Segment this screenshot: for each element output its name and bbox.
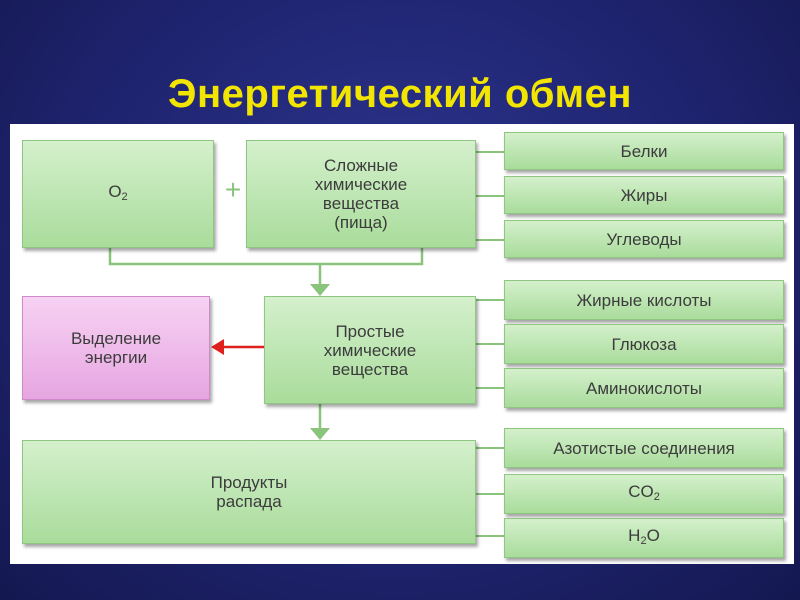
simple-substances-box: Простые химические вещества — [264, 296, 476, 404]
h2o-symbol: H — [628, 525, 641, 545]
arrow-head-1 — [310, 284, 330, 296]
label-line: вещества — [331, 359, 409, 379]
label-line: Выделение — [70, 329, 162, 348]
co2-label: CO2 — [628, 482, 660, 507]
co2-symbol: CO — [628, 481, 654, 501]
h2o-label: H2O — [628, 526, 660, 551]
complex-substances-box: Сложные химические вещества (пища) — [246, 140, 476, 248]
co2-subscript: 2 — [653, 490, 660, 503]
complex-item-fats: Жиры — [504, 176, 784, 214]
complex-item-carbohydrates: Углеводы — [504, 220, 784, 258]
energy-release-box: Выделение энергии — [22, 296, 210, 400]
label-line: энергии — [84, 348, 148, 367]
product-item-nitrogen: Азотистые соединения — [504, 428, 784, 468]
complex-item-proteins: Белки — [504, 132, 784, 170]
oxygen-symbol: O — [108, 181, 122, 201]
diagram-panel: O2 + Сложные химические вещества (пища) … — [10, 124, 794, 564]
label-line: Простые — [335, 321, 405, 341]
decay-products-box: Продукты распада — [22, 440, 476, 544]
label-line: химические — [314, 175, 408, 194]
energy-arrow-head — [211, 339, 224, 355]
label-line: Продукты — [210, 473, 288, 492]
merge-line — [108, 248, 424, 266]
slide-title: Энергетический обмен — [168, 72, 632, 116]
h2o-subscript: 2 — [640, 534, 647, 547]
label-line: распада — [216, 492, 282, 511]
oxygen-subscript: 2 — [121, 190, 128, 203]
energy-release-label: Выделение энергии — [71, 329, 161, 367]
arrow-head-2 — [310, 428, 330, 440]
decay-products-label: Продукты распада — [211, 473, 288, 511]
plus-sign: + — [224, 174, 242, 205]
simple-item-fatty-acids: Жирные кислоты — [504, 280, 784, 320]
product-item-h2o: H2O — [504, 518, 784, 558]
label-line: вещества — [322, 194, 400, 213]
oxygen-box: O2 — [22, 140, 214, 248]
simple-substances-label: Простые химические вещества — [324, 322, 416, 379]
label-line: химические — [323, 340, 417, 360]
h2o-tail: O — [646, 525, 660, 545]
complex-substances-label: Сложные химические вещества (пища) — [315, 156, 407, 232]
label-line: (пища) — [334, 213, 388, 232]
label-line: Сложные — [323, 156, 399, 175]
simple-item-amino-acids: Аминокислоты — [504, 368, 784, 408]
simple-item-glucose: Глюкоза — [504, 324, 784, 364]
oxygen-label: O2 — [108, 182, 127, 207]
connector-lines — [108, 151, 504, 537]
product-item-co2: CO2 — [504, 474, 784, 514]
